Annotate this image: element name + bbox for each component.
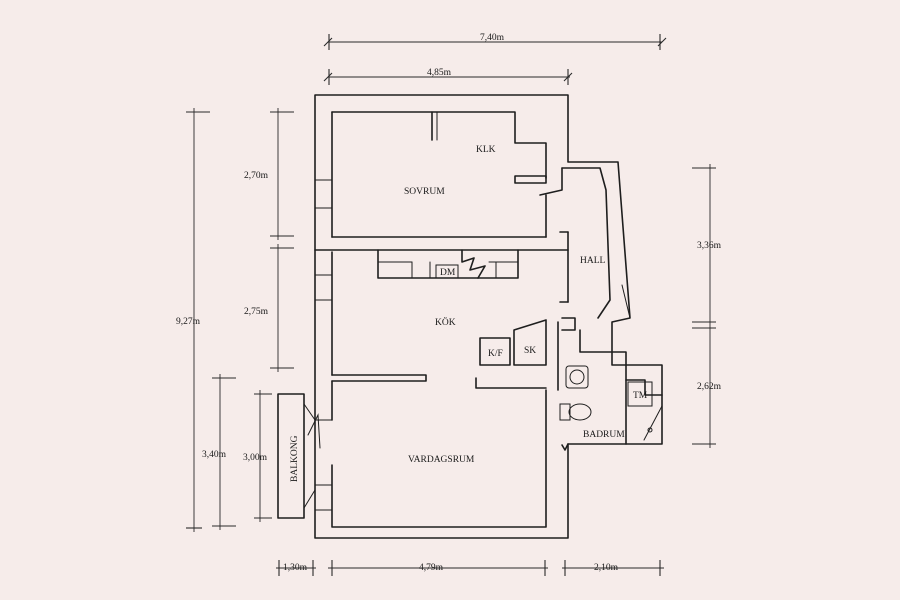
dim-total-height: 9,27m	[176, 317, 201, 327]
washing-machine-icon	[627, 381, 653, 407]
balcony-outline	[277, 393, 305, 519]
dim-vardagsrum-width: 4,79m	[419, 563, 444, 573]
room-label-kf: K/F	[488, 349, 503, 359]
dimension-labels: 7,40m 4,85m 2,70m 2,75m 9,27m 3,40m 3,00…	[176, 33, 722, 573]
toilet-icon	[559, 403, 592, 421]
dim-total-width: 7,40m	[480, 33, 505, 43]
room-label-dm: DM	[440, 268, 456, 278]
room-label-kok: KÖK	[435, 316, 456, 328]
dim-vardagsrum-height: 3,40m	[202, 450, 227, 460]
dim-balkong-width: 1,30m	[283, 563, 308, 573]
dim-balkong-height: 3,00m	[243, 453, 268, 463]
shower-icon	[643, 405, 663, 441]
room-label-sk: SK	[524, 346, 536, 356]
room-label-vardagsrum: VARDAGSRUM	[408, 455, 475, 465]
room-label-klk: KLK	[476, 145, 496, 155]
dimension-lines	[186, 34, 716, 576]
dim-badrum-height: 2,62m	[697, 382, 722, 392]
sink-icon	[565, 365, 589, 389]
room-label-badrum: BADRUM	[583, 430, 625, 440]
room-label-hall: HALL	[580, 256, 606, 266]
dim-top-width: 4,85m	[427, 68, 452, 78]
room-label-tm: TM	[633, 391, 648, 401]
walls	[314, 94, 663, 539]
room-labels: KLK SOVRUM HALL DM KÖK K/F SK TM BADRUM …	[290, 145, 648, 482]
fixtures	[277, 284, 663, 519]
dim-kok-height: 2,75m	[244, 307, 269, 317]
dim-badrum-width: 2,10m	[594, 563, 619, 573]
dim-hall-height: 3,36m	[697, 241, 722, 251]
dim-sovrum-height: 2,70m	[244, 171, 269, 181]
room-label-sovrum: SOVRUM	[404, 187, 445, 197]
room-label-balkong: BALKONG	[290, 435, 300, 482]
